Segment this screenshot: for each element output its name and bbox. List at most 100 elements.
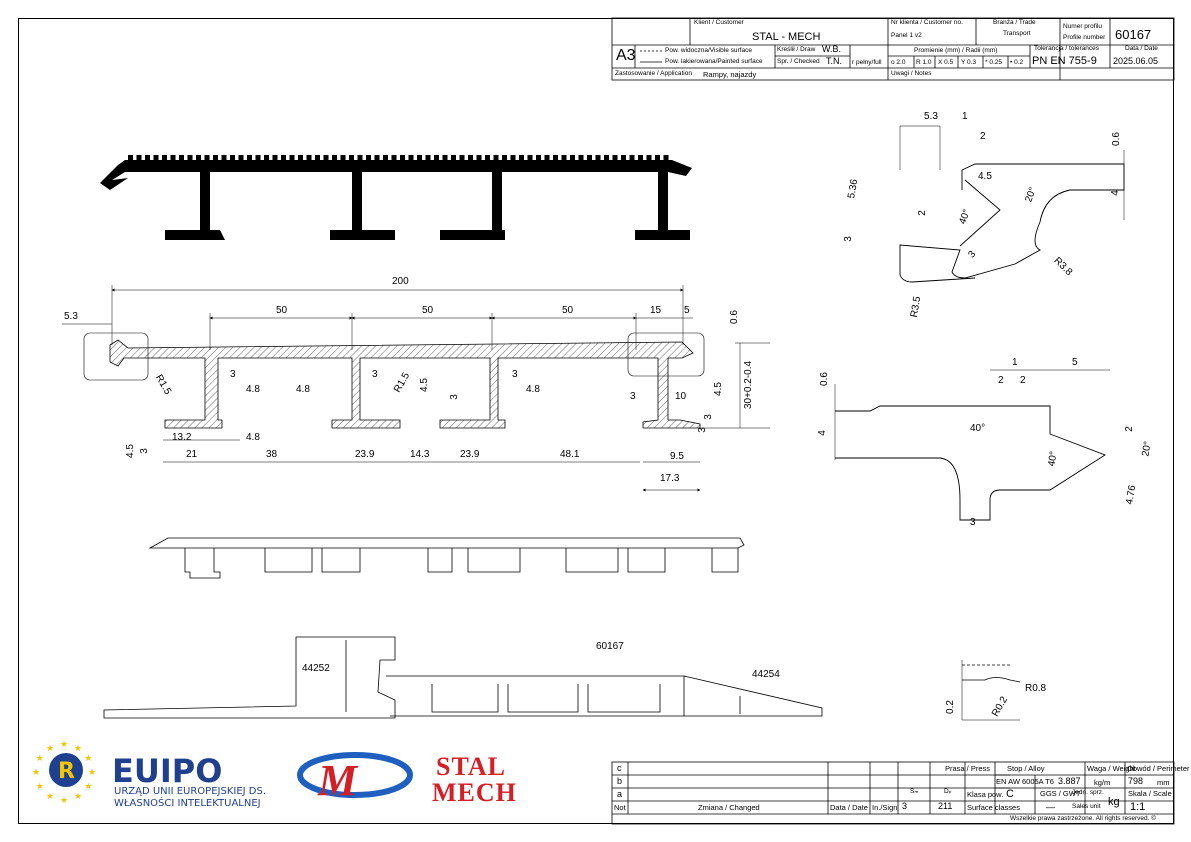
date-value: 2025.06.05 <box>1113 56 1159 66</box>
dim-height: 30+0.2-0.4 <box>743 360 755 410</box>
format-value: A3 <box>616 47 636 64</box>
assembly-60167: 60167 <box>596 641 624 652</box>
dim-3-c: 3 <box>512 369 518 380</box>
detail-box-right <box>627 332 705 377</box>
surface-class-value: C <box>1006 788 1014 800</box>
profile-tooth <box>519 155 524 161</box>
rev-change-label: Zmiana / Changed <box>698 803 760 812</box>
dim-4-5-c: 4.5 <box>712 382 724 396</box>
profile-tooth <box>162 155 167 161</box>
s-value: 3 <box>902 801 908 811</box>
branch-value: Transport <box>1003 30 1031 37</box>
application-label: Zastosowanie / Application <box>615 70 692 77</box>
profile-tooth <box>213 155 218 161</box>
eu-star-icon: ★ <box>74 791 82 801</box>
dm-1: 1 <box>1012 357 1018 368</box>
dim-9-5: 9.5 <box>670 451 684 462</box>
profile-tooth <box>570 155 575 161</box>
dim-5: 5 <box>684 305 690 316</box>
profile-tooth <box>408 155 414 161</box>
dim-3-e: 3 <box>630 391 636 402</box>
euipo-emblem-icon: R <box>49 753 83 787</box>
rev-c: c <box>617 763 622 773</box>
assembly-44254: 44254 <box>752 669 780 680</box>
tolerance-label: Tolerancja / tolerances <box>1034 45 1100 52</box>
profile-tooth <box>255 155 261 161</box>
radius-6: • 0.2 <box>1010 59 1024 66</box>
profile-tooth <box>510 155 516 161</box>
radius-5: * 0.25 <box>985 59 1002 66</box>
radius-2: R 1.0 <box>916 59 932 66</box>
profile-tooth <box>366 155 371 161</box>
profile-tooth <box>272 155 278 161</box>
customer-label: Klient / Customer <box>694 19 744 26</box>
dimension-lines <box>62 285 770 492</box>
drawing-sheet <box>18 18 1174 824</box>
profile-tooth <box>187 155 193 161</box>
eu-star-icon: ★ <box>84 753 92 763</box>
dt-1: 1 <box>962 111 968 122</box>
assembly-drawing <box>103 636 823 719</box>
eu-star-icon: ★ <box>60 739 68 749</box>
title-block-top <box>611 17 1175 81</box>
eu-star-icon: ★ <box>36 753 44 763</box>
scale-label: Skala / Scale <box>1128 789 1172 798</box>
profile-tooth <box>391 155 397 161</box>
dm-0-6: 0.6 <box>818 372 830 386</box>
stalmech-emblem-icon: M <box>297 752 413 805</box>
dt-4-5: 4.5 <box>978 171 992 182</box>
profile-tooth <box>289 155 295 161</box>
dim-21: 21 <box>186 449 198 460</box>
dim-pitch-1: 50 <box>276 305 288 316</box>
profile-tooth <box>612 155 618 161</box>
profile-tooth <box>638 155 643 161</box>
press-label: Prasa / Press <box>945 764 991 773</box>
drawn-value: W.B. <box>822 44 842 54</box>
dim-0-6: 0.6 <box>728 310 740 324</box>
assembly-44252: 44252 <box>302 663 330 674</box>
profile-tooth <box>527 155 533 161</box>
dim-4-5-a: 4.5 <box>418 378 430 392</box>
detail-mid <box>834 369 1110 521</box>
dim-4-8-a: 4.8 <box>246 384 260 395</box>
scale-value: 1:1 <box>1130 801 1146 813</box>
rev-date-label: Data / Date <box>830 803 868 812</box>
profile-tooth <box>196 155 201 161</box>
branch-label: Branża / Trade <box>993 19 1036 26</box>
dt-5-3: 5.3 <box>924 111 938 122</box>
painted-surface-label: Pow. lakierowana/Painted surface <box>665 58 763 65</box>
dim-3-g: 3 <box>696 427 708 433</box>
profile-tooth <box>340 155 346 161</box>
dt-2: 2 <box>980 131 986 142</box>
mech-logo-text: MECH <box>432 778 517 807</box>
dim-3-h: 3 <box>702 414 714 420</box>
profile-tooth <box>476 155 482 161</box>
application-value: Rampy, najazdy <box>703 70 757 79</box>
profile-tooth <box>493 155 499 161</box>
checked-value: T.N. <box>826 56 843 66</box>
profile-tooth <box>332 155 337 161</box>
dim-4-8-c: 4.8 <box>526 384 540 395</box>
dm-2-b: 2 <box>1020 375 1026 386</box>
eu-star-icon: ★ <box>46 743 54 753</box>
profile-tooth <box>502 155 507 161</box>
drawn-label: Kreślił / Draw <box>777 46 816 53</box>
customer-value: STAL - MECH <box>752 31 821 43</box>
ds-r0-8: R0.8 <box>1025 683 1047 694</box>
radii-label: Promienie (mm) / Radii (mm) <box>914 47 998 54</box>
profile-tooth <box>442 155 448 161</box>
profile-tooth <box>136 155 142 161</box>
perimeter-unit: mm <box>1157 778 1170 787</box>
profile-tooth <box>323 155 329 161</box>
profile-tooth <box>128 155 133 161</box>
radii-full: r pełny/full <box>852 59 882 66</box>
dt-0-6: 0.6 <box>1110 132 1122 146</box>
ggs-value: — <box>1046 802 1055 812</box>
eu-stars-icon: ★★★★★★★★★★★★ <box>32 739 96 805</box>
profile-tooth <box>587 155 592 161</box>
profile-no-label: Numer profilu <box>1063 23 1103 30</box>
dim-4-8-d: 4.8 <box>246 432 260 443</box>
customer-no-label: Nr klienta / Customer no. <box>891 19 963 26</box>
dim-13-2: 13.2 <box>172 432 192 443</box>
surface-classes-label: Surface classes <box>967 803 1020 812</box>
